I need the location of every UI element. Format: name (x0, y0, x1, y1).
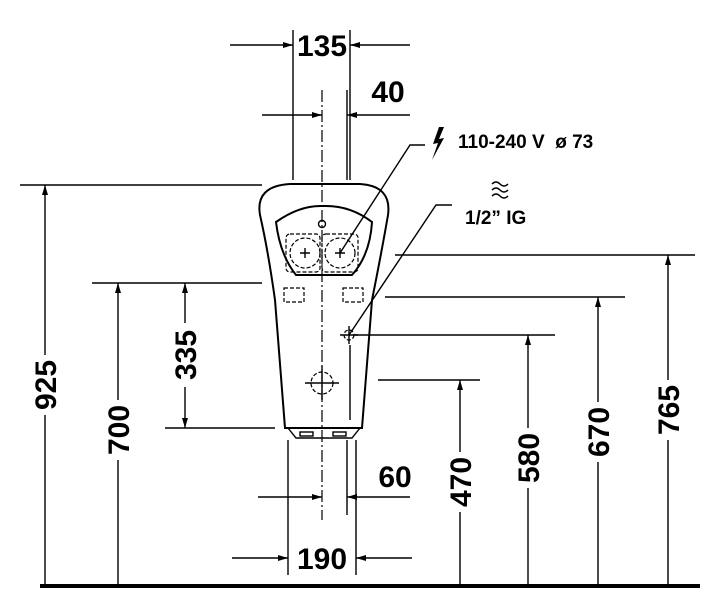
water-waves-icon (491, 181, 509, 199)
dim-label: 190 (297, 543, 347, 576)
dimension-60: 60 (258, 440, 412, 515)
dimension-670: 670 (385, 296, 625, 586)
dimension-765: 765 (395, 254, 695, 586)
dimension-40: 40 (262, 76, 410, 180)
dim-label: 60 (378, 461, 411, 494)
dimension-190: 190 (232, 440, 412, 576)
dimension-925: 925 (20, 184, 262, 586)
dimension-335: 335 (165, 283, 275, 429)
dim-label: 765 (653, 385, 686, 435)
dim-label: 670 (583, 407, 616, 457)
dimension-700: 700 (92, 282, 262, 586)
water-note: 1/2” IG (465, 208, 526, 229)
dim-label: 580 (513, 433, 546, 483)
urinal-body (258, 90, 390, 520)
dimension-470: 470 (378, 379, 480, 586)
dimension-580: 580 (355, 334, 555, 586)
dim-label: 925 (30, 360, 63, 410)
dim-label: 470 (445, 457, 478, 507)
dim-label: 335 (170, 330, 203, 380)
dim-label: 135 (297, 30, 347, 63)
power-note: 110-240 V ø 73 (458, 132, 593, 153)
dimension-135: 135 (230, 30, 410, 180)
lightning-icon (432, 127, 444, 160)
dim-label: 40 (371, 76, 404, 109)
dim-label: 700 (103, 405, 136, 455)
